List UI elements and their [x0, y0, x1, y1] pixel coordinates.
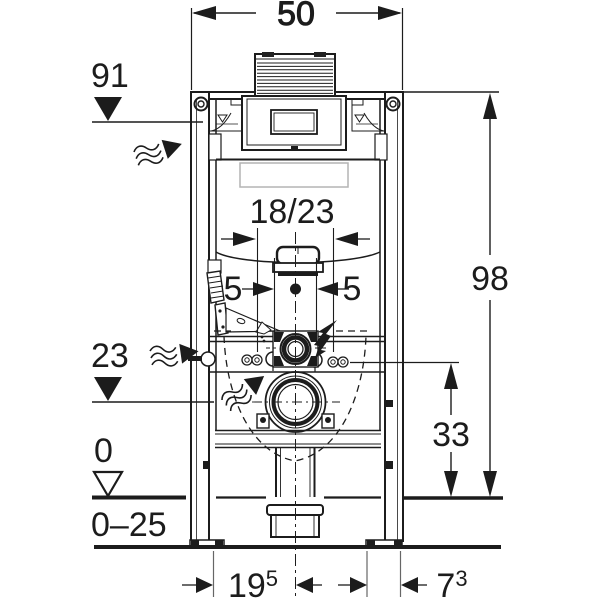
sound-insulation-icon-top	[133, 139, 182, 166]
dim-label-23: 23	[91, 337, 129, 375]
dim-floor-zero: 0 0–25	[91, 432, 167, 544]
corrugated-hose	[206, 270, 225, 304]
bottom-cross-rail	[215, 429, 381, 449]
dim-width-50: 50	[190, 0, 404, 90]
sound-insulation-icon-bowl	[221, 375, 265, 412]
center-point	[290, 283, 301, 295]
protection-box	[254, 52, 336, 97]
level-triangle-open	[92, 470, 124, 499]
mounting-frame	[189, 91, 404, 548]
dim-bottom-row: 195 73	[182, 551, 468, 600]
screw-icon	[193, 96, 401, 112]
dim-height-91: 91	[91, 57, 129, 121]
dim-label-5-left: 5	[224, 270, 243, 308]
level-triangle-filled	[94, 97, 122, 121]
water-level-icon	[216, 114, 378, 125]
power-flash-icon	[314, 320, 337, 358]
sound-insulation-icon-mid	[149, 343, 199, 367]
access-box	[241, 95, 347, 151]
drain-duct	[275, 447, 316, 497]
level-triangle-filled	[94, 377, 122, 401]
dim-height-98: 98	[404, 91, 509, 497]
flush-bend-fitting	[272, 245, 324, 276]
dim-label-33: 33	[432, 416, 470, 454]
fill-valve-mechanism	[206, 259, 281, 343]
cistern-inner-outline	[239, 162, 349, 188]
dim-label-7-3: 73	[436, 566, 467, 600]
dim-height-23: 23	[91, 337, 129, 401]
dim-label-50: 50	[277, 0, 315, 33]
dim-label-98: 98	[471, 260, 509, 298]
dim-label-5-right: 5	[343, 270, 362, 308]
rail-tick	[188, 356, 202, 361]
cistern	[215, 52, 381, 276]
mounting-plate	[200, 330, 386, 373]
wc-pan-outline	[214, 330, 367, 462]
dim-center-offsets: 5 5	[224, 258, 362, 332]
dim-label-0: 0	[94, 432, 113, 470]
dim-label-91: 91	[91, 57, 129, 95]
dim-label-18-23: 18/23	[249, 193, 334, 231]
dim-label-0-25: 0–25	[91, 506, 167, 544]
dim-height-33: 33	[350, 361, 470, 497]
dim-label-19-5: 195	[228, 566, 278, 600]
